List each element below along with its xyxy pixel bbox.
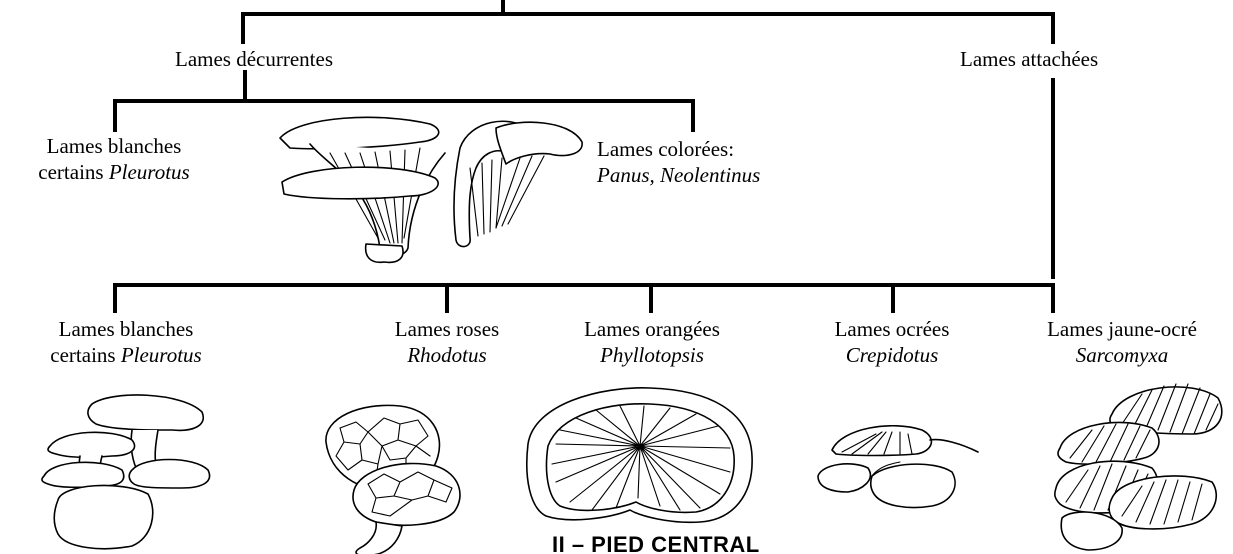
pink-gills-label: Lames roses Rhodotus xyxy=(372,316,522,368)
rhodotus-drawing xyxy=(320,398,470,554)
crepidotus-drawing xyxy=(812,410,980,512)
attached-white-genus: Pleurotus xyxy=(121,343,202,367)
section-title-clip: II – PIED CENTRAL xyxy=(0,532,1233,554)
attached-white-prefix: certains xyxy=(50,343,121,367)
pleurotus-cluster-drawing xyxy=(32,390,222,550)
section-title: II – PIED CENTRAL xyxy=(552,532,760,554)
ochre-gills-label: Lames ocrées Crepidotus xyxy=(810,316,974,368)
decurrent-colored-line1: Lames colorées: xyxy=(597,136,760,162)
ochre-gills-genus: Crepidotus xyxy=(810,342,974,368)
pink-gills-line1: Lames roses xyxy=(372,316,522,342)
pleurotus-panus-drawing xyxy=(270,108,590,268)
decurrent-white-genus: Pleurotus xyxy=(109,160,190,184)
attached-white-line1: Lames blanches xyxy=(20,316,232,342)
decurrent-white-prefix: certains xyxy=(38,160,109,184)
orange-gills-genus: Phyllotopsis xyxy=(570,342,734,368)
attached-gills-label: Lames attachées xyxy=(960,46,1098,72)
decurrent-white-gills-label: Lames blanches certains Pleurotus xyxy=(8,133,220,185)
yellow-ochre-gills-genus: Sarcomyxa xyxy=(1016,342,1228,368)
phyllotopsis-drawing xyxy=(520,386,756,528)
attached-white-gills-label: Lames blanches certains Pleurotus xyxy=(20,316,232,368)
decurrent-gills-label: Lames décurrentes xyxy=(175,46,333,72)
decurrent-colored-genera: Panus, Neolentinus xyxy=(597,162,760,188)
yellow-ochre-gills-label: Lames jaune-ocré Sarcomyxa xyxy=(1016,316,1228,368)
attached-white-line2: certains Pleurotus xyxy=(20,342,232,368)
sarcomyxa-drawing xyxy=(1052,378,1228,554)
orange-gills-line1: Lames orangées xyxy=(570,316,734,342)
decurrent-white-line2: certains Pleurotus xyxy=(8,159,220,185)
pink-gills-genus: Rhodotus xyxy=(372,342,522,368)
orange-gills-label: Lames orangées Phyllotopsis xyxy=(570,316,734,368)
ochre-gills-line1: Lames ocrées xyxy=(810,316,974,342)
yellow-ochre-gills-line1: Lames jaune-ocré xyxy=(1016,316,1228,342)
decurrent-colored-gills-label: Lames colorées: Panus, Neolentinus xyxy=(597,136,760,188)
decurrent-white-line1: Lames blanches xyxy=(8,133,220,159)
